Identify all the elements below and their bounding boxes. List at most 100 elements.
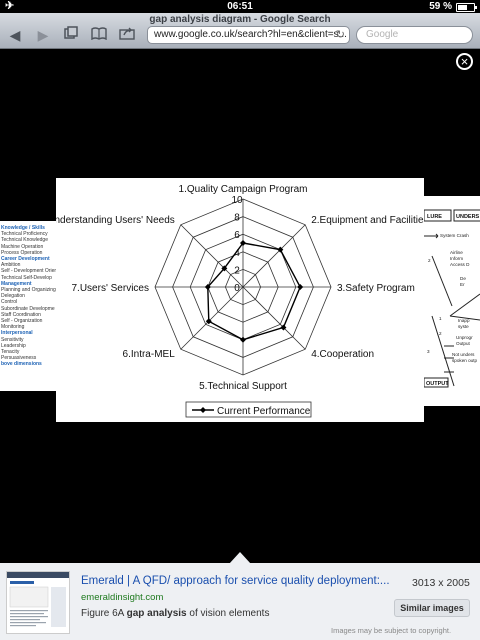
radar-tick-label: 10 — [231, 195, 243, 206]
fishbone-number: 3 — [427, 349, 430, 354]
fishbone-item: System Crash — [440, 233, 469, 238]
browser-toolbar: gap analysis diagram - Google Search ◀ ▶… — [0, 13, 480, 49]
result-caption: Figure 6A gap analysis of vision element… — [81, 608, 269, 619]
battery-percentage: 59 % — [429, 1, 452, 12]
radar-axis-label: 7.Users' Services — [72, 283, 150, 294]
radar-axis-label: 1.Quality Campaign Program — [179, 184, 308, 195]
share-icon[interactable] — [116, 26, 138, 45]
image-info-panel: Emerald | A QFD/ approach for service qu… — [0, 563, 480, 640]
fishbone-number: 1 — [439, 316, 442, 321]
fishbone-diagram-fragment: LURE UNDERS OUTPUT System Crash Airline … — [424, 209, 480, 388]
thumbnail-text-line: Planning and Organizing — [1, 287, 56, 294]
radar-spoke — [180, 224, 244, 288]
clock: 06:51 — [227, 1, 253, 12]
fishbone-item: syste — [458, 324, 469, 329]
copyright-notice: Images may be subject to copyright. — [331, 626, 452, 635]
fishbone-header-2: UNDERS — [456, 214, 480, 220]
caption-suffix: of vision elements — [186, 608, 270, 619]
fishbone-item: Airline — [450, 250, 463, 255]
radar-axis-label: 2.Equipment and Facilities — [311, 215, 424, 226]
thumbnail-text-line: Process Operation — [1, 249, 43, 256]
caption-highlight: gap analysis — [126, 608, 187, 619]
next-image-thumbnail[interactable]: LURE UNDERS OUTPUT System Crash Airline … — [424, 196, 480, 406]
fishbone-footer: OUTPUT — [426, 381, 449, 387]
image-dimensions: 3013 x 2005 — [412, 577, 470, 589]
radar-data-point — [205, 318, 212, 325]
legend-label: Current Performance — [217, 406, 311, 417]
fishbone-number: 2 — [439, 331, 442, 336]
search-field[interactable]: Google — [356, 26, 473, 44]
radar-tick-label: 4 — [234, 248, 240, 259]
thumbnail-text-line: Management — [1, 280, 32, 287]
thumbnail-text-line: Leadership — [1, 342, 26, 349]
thumbnail-text-line: Technical Knowledge — [1, 237, 48, 244]
close-icon[interactable]: × — [456, 53, 473, 70]
radar-series-line — [207, 242, 301, 341]
fishbone-item: Inapp — [458, 318, 470, 323]
similar-images-button[interactable]: Similar images — [394, 599, 470, 617]
thumbnail-text-line: Monitoring — [1, 324, 25, 331]
thumbnail-text-line: Delegation — [1, 293, 25, 300]
radar-data-point — [280, 324, 287, 331]
radar-data-point — [297, 284, 304, 290]
radar-spoke — [180, 286, 244, 350]
thumbnail-text-line: Staff Coordination — [1, 311, 41, 318]
fishbone-item: Er — [460, 282, 465, 287]
thumbnail-text-line: Machine Operation — [1, 243, 44, 250]
source-page-thumbnail[interactable] — [6, 571, 70, 634]
result-title-link[interactable]: Emerald | A QFD/ approach for service qu… — [81, 575, 390, 587]
radar-spoke — [242, 286, 306, 350]
back-arrow-icon[interactable]: ◀ — [9, 27, 21, 43]
page-title: gap analysis diagram - Google Search — [149, 14, 331, 25]
radar-spoke — [242, 224, 306, 288]
pages-icon[interactable] — [60, 26, 82, 45]
radar-data-point — [204, 284, 211, 290]
radar-tick-label: 0 — [234, 283, 240, 294]
radar-chart: 0 2 4 6 8 101.Quality Campaign Program 2.Equip… — [39, 184, 429, 418]
radar-axis-label: 6.Intra-MEL — [123, 349, 176, 360]
caption-prefix: Figure 6A — [81, 608, 127, 619]
radar-tick-label: 2 — [234, 265, 240, 276]
thumbnail-text-line: Technical Self-Develop — [1, 274, 52, 281]
radar-tick-label: 6 — [234, 230, 240, 241]
fishbone-item: De — [460, 276, 466, 281]
radar-axis-label: 8.Understanding Users' Needs — [56, 215, 175, 226]
thumbnail-text-line: bove dimensions — [1, 361, 42, 368]
radar-axis-label: 3.Safety Program — [337, 283, 415, 294]
legend-marker — [200, 407, 206, 413]
thumbnail-text-line: Interpersonal — [1, 330, 33, 337]
forward-arrow-icon[interactable]: ▶ — [37, 27, 49, 43]
radar-axis-label: 5.Technical Support — [199, 381, 287, 392]
panel-pointer — [229, 552, 251, 564]
chart-legend — [185, 401, 312, 418]
thumbnail-text-line: Self - Organization — [1, 318, 43, 325]
radar-data-point — [240, 240, 246, 246]
thumbnail-text-line: Control — [1, 299, 18, 306]
thumbnail-text-line: Technical Proficiency — [1, 231, 48, 238]
radar-tick-label: 8 — [234, 213, 240, 224]
reload-icon[interactable]: ↻ — [335, 29, 345, 41]
url-field[interactable]: www.google.co.uk/search?hl=en&client=s..… — [147, 26, 350, 44]
airplane-mode-icon: ✈ — [5, 0, 15, 12]
fishbone-item: Output — [456, 341, 471, 346]
fishbone-item: Access D — [450, 262, 470, 267]
thumbnail-text-line: Knowledge / Skills — [1, 225, 45, 231]
thumbnail-text-line: Persuasiveness — [1, 355, 37, 362]
radar-axis-label: 4.Cooperation — [311, 349, 374, 360]
bookmarks-icon[interactable] — [88, 26, 110, 45]
fishbone-header-1: LURE — [427, 214, 442, 220]
thumbnail-text-line: Self - Development Orien — [1, 268, 56, 275]
thumbnail-text-line: Sensitivity — [1, 336, 24, 343]
thumbnail-text-line: Ambition — [1, 262, 21, 269]
url-text: www.google.co.uk/search?hl=en&client=s..… — [154, 29, 347, 40]
thumbnail-text-line: Subordinate Developme — [1, 305, 55, 312]
thumbnail-text-line: Career Development — [1, 256, 50, 263]
fishbone-item: Not unders — [452, 352, 475, 357]
result-domain: emeraldinsight.com — [81, 592, 164, 603]
thumbnail-text-line: Tenacity — [1, 349, 20, 356]
battery-icon — [456, 3, 477, 12]
status-bar: ✈ 06:51 59 % — [0, 0, 480, 13]
radar-data-point — [221, 265, 228, 272]
